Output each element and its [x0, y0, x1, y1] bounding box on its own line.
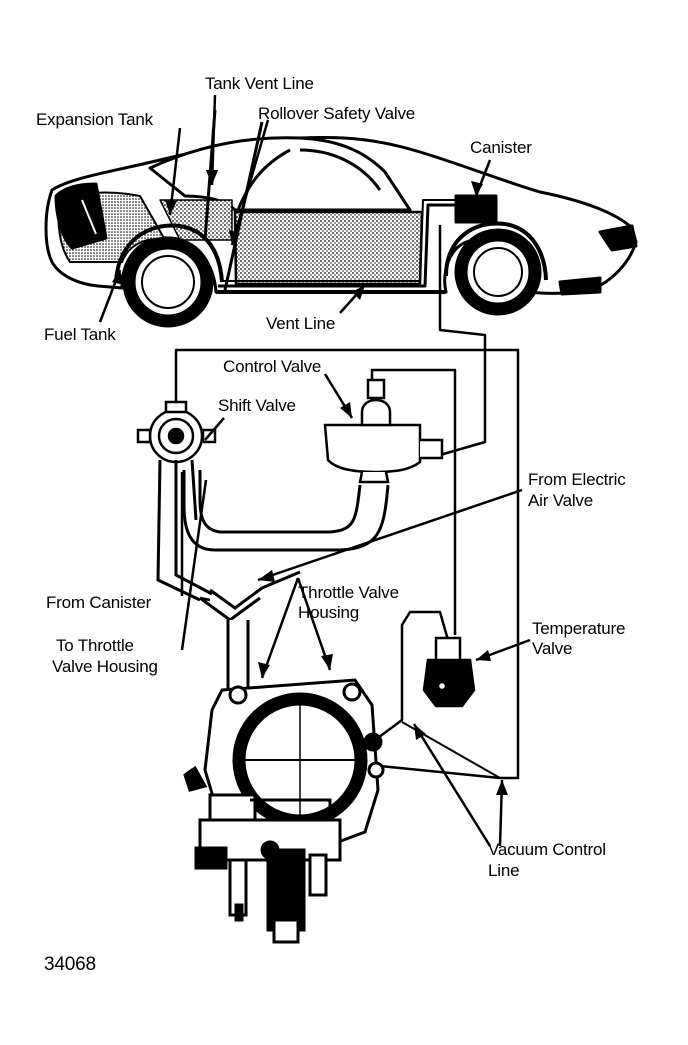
vacuum-lines: [174, 225, 520, 780]
car-illustration: [44, 109, 638, 328]
y-connector: [199, 570, 301, 692]
control-valve-label: Control Valve: [223, 357, 322, 376]
shift-valve-label: Shift Valve: [218, 396, 296, 415]
from-electric-air-valve-label-line2: Air Valve: [528, 491, 593, 510]
fuel-tank-label: Fuel Tank: [44, 325, 116, 344]
canister-label: Canister: [470, 138, 532, 157]
temperature-valve-label-line2: Valve: [532, 639, 573, 658]
figure-number: 34068: [44, 954, 96, 975]
throttle-valve-housing-label-line2: Housing: [298, 603, 359, 622]
from-electric-air-valve-label-line1: From Electric: [528, 470, 626, 489]
expansion-tank-label: Expansion Tank: [36, 110, 153, 129]
throttle-valve-housing-label-line1: Throttle Valve: [298, 583, 399, 602]
temperature-valve-label-line1: Temperature: [532, 619, 626, 638]
throttle-body-shape: [183, 678, 385, 944]
temperature-valve-shape: [422, 636, 476, 708]
vacuum-control-line-label-line2: Line: [488, 861, 520, 880]
to-throttle-label-line2: Valve Housing: [52, 657, 158, 676]
arrow-heads: [112, 170, 508, 795]
rollover-safety-valve-label: Rollover Safety Valve: [258, 104, 416, 123]
vacuum-control-line-label-line1: Vacuum Control: [488, 840, 606, 859]
from-canister-label: From Canister: [46, 593, 152, 612]
tank-vent-line-label: Tank Vent Line: [205, 74, 314, 93]
to-throttle-label-line1: To Throttle: [56, 636, 134, 655]
vent-line-label: Vent Line: [266, 314, 336, 333]
